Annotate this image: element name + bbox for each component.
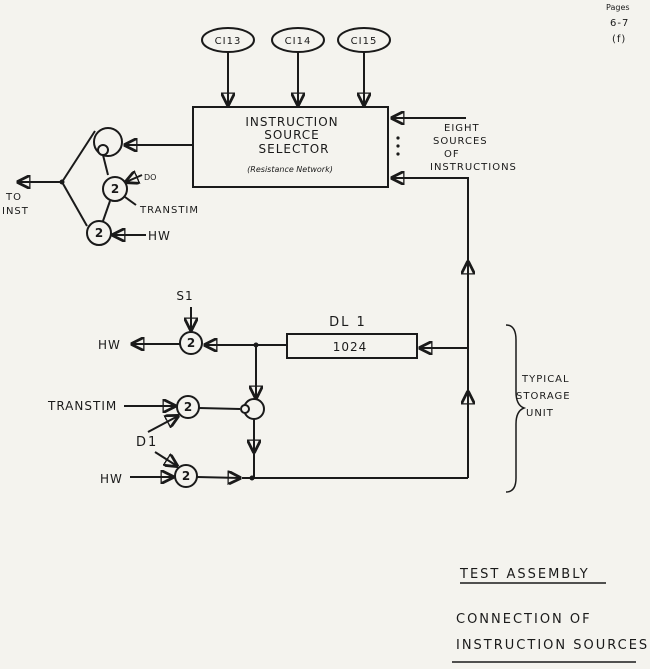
dl1-box — [286, 333, 418, 359]
eight-sources-line-4: INSTRUCTIONS — [430, 162, 517, 173]
output-logic: 2 DO TRANSTIM 2 HW TO INST — [2, 127, 199, 246]
gate-hw-in-arrow — [196, 477, 240, 478]
branch-top — [61, 130, 96, 183]
ci14-label: CI14 — [285, 36, 312, 47]
gate-transtim-label: 2 — [184, 400, 192, 414]
do-label: DO — [144, 173, 156, 182]
d1-label: D1 — [136, 435, 158, 450]
or-gate-mid-junction — [240, 404, 250, 414]
transtim-left-label: TRANSTIM — [139, 205, 199, 216]
hw-out-label: HW — [98, 338, 121, 352]
hw-left-label: HW — [148, 229, 171, 243]
instruction-source-selector: INSTRUCTION SOURCE SELECTOR (Resistance … — [192, 106, 389, 188]
gate-hw — [86, 220, 112, 246]
gate-s1-label: 2 — [187, 336, 195, 350]
branch-bottom — [61, 181, 88, 227]
selector-subtitle: (Resistance Network) — [247, 165, 333, 174]
storage-unit: DL 1 1024 2 S1 HW TRANSTIM 2 D1 HW 2 TYP… — [47, 289, 571, 493]
ellipsis-dot-2 — [396, 144, 400, 148]
typical-storage-brace — [505, 324, 527, 493]
gate-do-to-gate-hw — [102, 200, 111, 222]
typical-line-2: STORAGE — [516, 391, 571, 402]
eight-sources-input: EIGHT SOURCES OF INSTRUCTIONS — [392, 118, 517, 173]
transtim-storage-label: TRANSTIM — [47, 399, 117, 413]
control-inputs: CI13 CI14 CI15 — [201, 27, 391, 105]
typical-line-3: UNIT — [526, 408, 554, 419]
ci15-label: CI15 — [351, 36, 378, 47]
caption: TEST ASSEMBLY CONNECTION OF INSTRUCTION … — [452, 567, 649, 663]
d1-arrow-lower — [154, 451, 177, 466]
s1-label: S1 — [176, 289, 193, 303]
gate-transtim — [176, 395, 200, 419]
ci13-label: CI13 — [215, 36, 242, 47]
selector-line-3: SELECTOR — [259, 142, 330, 156]
dl1-title: DL 1 — [329, 315, 367, 330]
do-arrow — [126, 175, 143, 182]
gate-top-junction — [97, 144, 109, 156]
ellipsis-dot-1 — [396, 136, 400, 140]
selector-box — [192, 106, 389, 188]
typical-line-1: TYPICAL — [521, 374, 570, 385]
gate-hw-label: 2 — [95, 226, 103, 240]
gate-transtim-to-mid — [198, 407, 241, 410]
eight-sources-line-2: SOURCES — [433, 136, 488, 147]
pages-note: Pages 6-7 (f) — [606, 3, 630, 45]
dl1-value: 1024 — [333, 340, 368, 354]
gate-do — [102, 176, 128, 202]
eight-sources-line-3: OF — [444, 149, 460, 160]
hw-in-label: HW — [100, 472, 123, 486]
pages-note-line-3: (f) — [612, 34, 626, 45]
eight-sources-line-1: EIGHT — [444, 123, 480, 134]
caption-title: TEST ASSEMBLY — [459, 567, 590, 582]
pages-note-line-2: 6-7 — [610, 18, 629, 29]
to-inst-line-2: INST — [2, 206, 29, 217]
caption-line-2: INSTRUCTION SOURCES — [456, 638, 649, 653]
pages-note-line-1: Pages — [606, 3, 630, 12]
gate-hw-in-label: 2 — [182, 469, 190, 483]
ellipsis-dot-3 — [396, 152, 400, 156]
selector-line-2: SOURCE — [264, 128, 320, 142]
d1-arrow-upper — [147, 416, 178, 433]
return-line — [392, 178, 469, 478]
gate-hw-in — [174, 464, 198, 488]
gate-top-to-gate-do — [102, 154, 109, 176]
return-path — [392, 178, 468, 478]
transtim-left-tick — [124, 196, 137, 206]
caption-line-1: CONNECTION OF — [456, 612, 592, 627]
gate-do-label: 2 — [111, 182, 119, 196]
selector-line-1: INSTRUCTION — [245, 115, 338, 129]
to-inst-line-1: TO — [5, 192, 22, 203]
